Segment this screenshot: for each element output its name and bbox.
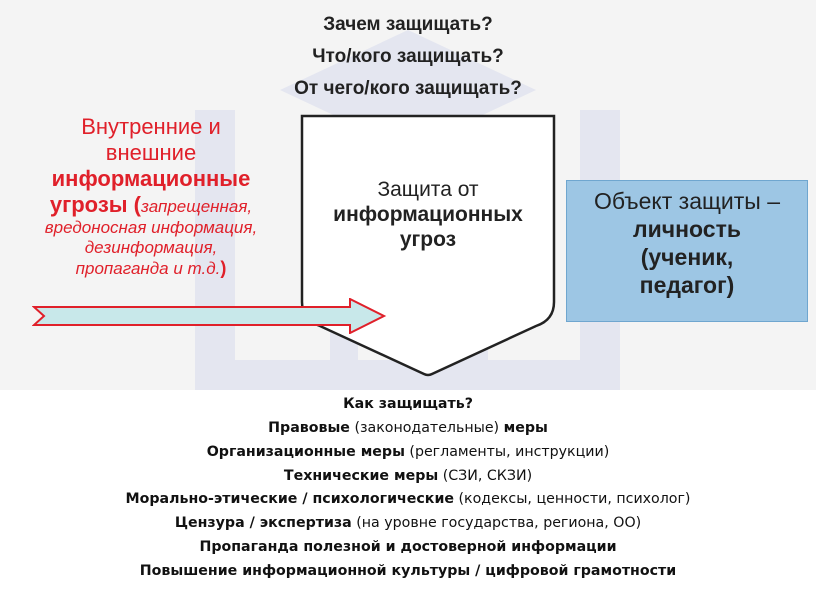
how-row: Цензура / экспертиза (на уровне государс… xyxy=(0,512,816,536)
threats-line1: Внутренние и xyxy=(81,114,221,139)
threats-paren-open: ( xyxy=(127,191,142,217)
row-normal: (СЗИ, СКЗИ) xyxy=(438,467,533,484)
object-bold2: (ученик, xyxy=(640,244,734,271)
threats-bold2: угрозы xyxy=(49,191,128,217)
how-row: Правовые (законодательные) меры xyxy=(0,417,816,441)
row-bold: Правовые xyxy=(268,419,350,436)
threats-italic1: запрещенная, xyxy=(141,196,253,216)
how-row: Технические меры (СЗИ, СКЗИ) xyxy=(0,465,816,489)
row-normal: (законодательные) xyxy=(349,419,504,436)
row-normal: (на уровне государства, региона, ОО) xyxy=(351,515,642,532)
how-row: Морально-этические / психологические (ко… xyxy=(0,488,816,512)
shield-line1: Защита от xyxy=(377,178,479,201)
row-bold: Повышение информационной культуры / цифр… xyxy=(139,563,677,580)
row-bold: Организационные меры xyxy=(206,443,405,460)
threats-bold1: информационные xyxy=(51,165,251,191)
threats-italic4: пропаганда и т.д. xyxy=(75,258,221,278)
threats-italic3: дезинформация, xyxy=(84,237,218,257)
row-normal: (кодексы, ценности, психолог) xyxy=(454,491,691,508)
how-row: Организационные меры (регламенты, инстру… xyxy=(0,441,816,465)
row-normal: (регламенты, инструкции) xyxy=(404,443,610,460)
threats-italic2: вредоносная информация, xyxy=(44,217,258,237)
object-bold3: педагог) xyxy=(639,272,735,299)
row-bold: Цензура / экспертиза xyxy=(174,515,352,532)
how-row: Пропаганда полезной и достоверной информ… xyxy=(0,536,816,560)
threat-arrow xyxy=(32,298,387,334)
threats-text: Внутренние и внешние информационные угро… xyxy=(22,114,280,280)
question-from-what: От чего/кого защищать? xyxy=(294,78,522,99)
row-bold: Морально-этические / психологические xyxy=(125,491,455,508)
shield-bold1: информационных xyxy=(333,202,523,226)
diagram-panel: Зачем защищать? Что/кого защищать? От че… xyxy=(0,0,816,390)
object-line1: Объект защиты – xyxy=(593,188,781,214)
threats-line2: внешние xyxy=(105,139,197,165)
object-box: Объект защиты – личность (ученик, педаго… xyxy=(566,180,808,322)
shield-label: Защита от информационных угроз xyxy=(310,178,546,252)
row-bold: Пропаганда полезной и достоверной информ… xyxy=(199,539,617,556)
question-what: Что/кого защищать? xyxy=(312,46,504,67)
row-bold2: меры xyxy=(503,419,548,436)
how-row: Повышение информационной культуры / цифр… xyxy=(0,560,816,584)
how-title: Как защищать? xyxy=(343,396,473,412)
question-why: Зачем защищать? xyxy=(323,14,493,35)
how-to-protect-list: Как защищать? Правовые (законодательные)… xyxy=(0,393,816,584)
shield-bold2: угроз xyxy=(399,227,457,251)
object-bold1: личность xyxy=(633,216,741,243)
threats-paren-close: ) xyxy=(220,257,227,278)
row-bold: Технические меры xyxy=(283,467,439,484)
